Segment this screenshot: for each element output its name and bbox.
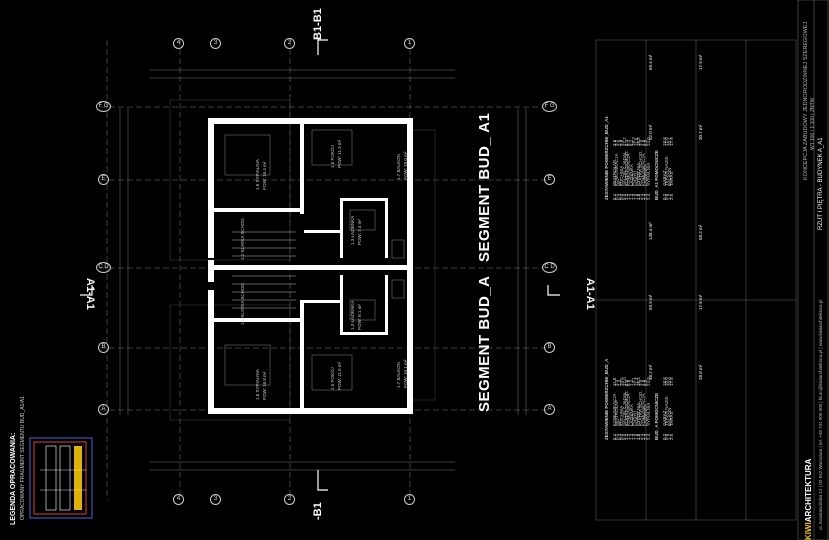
table-total: 52.0 m²: [648, 124, 653, 140]
room-label: 1.5 POKÓJ: [330, 367, 335, 390]
table-frames: [595, 39, 797, 521]
segment-a1-label: SEGMENT BUD_ A1: [476, 112, 493, 262]
grid-bubble-1-top: 1: [404, 38, 415, 49]
grid-bubble-4-top: 4: [173, 38, 184, 49]
room-label: 1.3 ŁAZIENKA: [350, 300, 355, 330]
section-lines: [80, 39, 560, 491]
room-area: POW: 10.1 m²: [403, 359, 408, 388]
grid-bubble-a-right: A: [544, 404, 555, 415]
row-name: TARAS: [669, 171, 675, 186]
grid-bubble-3-top: 3: [210, 38, 221, 49]
room-area: POW: 7.4 m²: [357, 219, 362, 245]
grid-bubble-b-left: B: [98, 342, 109, 353]
grid-bubble-cd-left: C D: [96, 262, 111, 273]
room-area: POW: 11.3 m²: [337, 139, 342, 168]
table-total: 69.4 m²: [648, 54, 653, 70]
table-title: BUD_A POMOCNICZE: [654, 392, 659, 440]
grid-bubble-b-right: B: [544, 342, 555, 353]
room-label: 1.7 BALKON: [396, 154, 401, 180]
row-number: 2.5: [669, 193, 675, 200]
grid-lines: [100, 40, 550, 500]
table-title: BUD_A1 POMOCNICZE: [654, 150, 659, 200]
section-label-left: A1-A1: [84, 278, 96, 310]
table-total: 17.8 m²: [698, 294, 703, 310]
grid-bubble-e-right: E: [544, 174, 555, 185]
room-label: 1.6 SYPIALNIA: [255, 369, 260, 400]
row-name: SYPIALNIA: [645, 162, 651, 186]
table-total: 148.4 m²: [648, 222, 653, 240]
legend-thumbnail: [29, 437, 93, 519]
segment-a-label: SEGMENT BUD_A: [476, 275, 493, 412]
table-title: ZESTAWIENIE POWIERZCHNI_BUD_A1: [604, 116, 609, 200]
room-label: 1.1 KLATKA SCHOD.: [240, 282, 245, 325]
sheet-title: RZUT I PIĘTRA - BUDYNEK A_A1: [818, 137, 824, 230]
room-label: 1.3 ŁAZIENKA: [350, 215, 355, 245]
grid-bubble-cd-right: C D: [542, 262, 557, 273]
table-total: 58.2 m²: [698, 224, 703, 240]
firm-suffix: ARCHITEKTURA: [804, 458, 813, 523]
room-label: 1.6 SYPIALNIA: [255, 159, 260, 190]
table-row: 2.5 TARAS 17.8: [669, 372, 674, 440]
grid-bubble-3-bottom: 3: [210, 494, 221, 505]
table-total: 59.9 m²: [648, 294, 653, 310]
room-area: POW: 8.1 m²: [357, 304, 362, 330]
row-name: SYPIALNIA: [645, 402, 651, 426]
room-label: 1.1 KLATKA SCHOD.: [240, 217, 245, 260]
grid-bubble-e-left: E: [98, 174, 109, 185]
room-area: POW: 16.8 m²: [262, 371, 267, 400]
table-total: 28.8 m²: [698, 364, 703, 380]
row-area: 17.8: [669, 377, 675, 386]
grid-bubble-fg-right: F G: [542, 101, 557, 112]
table-row: 2.4SYPIALNIA24.0: [646, 132, 651, 200]
section-label-right: A1-A1: [584, 278, 596, 310]
room-area: POW: 10.0 m²: [403, 151, 408, 180]
grid-bubble-4-bottom: 4: [173, 494, 184, 505]
firm-address: ul. Konstancińska 12 | 02-942 Warszawa |…: [818, 299, 823, 530]
firm-prefix: KIWI: [804, 522, 813, 540]
table-total: 48.2 m²: [648, 364, 653, 380]
room-label: 1.5 POKÓJ: [330, 145, 335, 168]
table-row: 2.5 TARAS 17.9: [669, 132, 674, 200]
firm-logo: KIWIARCHITEKTURA: [804, 459, 813, 540]
project-title: KONCEPCJA ZABUDOWY JEDNORODZINNEJ SZEREG…: [803, 21, 809, 180]
row-number: 2.4: [645, 433, 651, 440]
room-area: POW: 11.5 m²: [337, 361, 342, 390]
row-name: TARAS: [669, 411, 675, 426]
stairs: [232, 231, 296, 309]
grid-bubble-a-left: A: [98, 404, 109, 415]
grid-bubble-1-bottom: 1: [404, 494, 415, 505]
legend-title: LEGENDA OPRACOWANIA:: [10, 432, 17, 525]
row-number: 2.4: [645, 193, 651, 200]
table-total: 17.9 m²: [698, 54, 703, 70]
legend-subtitle: OPRACOWANY FRAGMENT SEGMENTU BUD_A1/A1: [20, 396, 26, 520]
table-title: ZESTAWIENIE POWIERZCHNI_BUD_A: [604, 358, 609, 440]
grid-bubble-fg-left: F G: [96, 101, 111, 112]
grid-bubble-2-bottom: 2: [284, 494, 295, 505]
room-label: 1.7 BALKON: [396, 362, 401, 388]
row-number: 2.5: [669, 433, 675, 440]
section-label-top: B1-B1: [312, 8, 324, 40]
room-area: POW: 16.4 m²: [262, 161, 267, 190]
table-total: 30.7 m²: [698, 124, 703, 140]
furniture: [224, 129, 405, 391]
row-area: 17.9: [669, 137, 675, 146]
sheet-scale: W1:100 / 1:100 | ZNTW: [810, 97, 816, 150]
title-block: [797, 0, 829, 540]
table-row: 2.4SYPIALNIA24.0: [646, 372, 651, 440]
walls: [208, 118, 413, 414]
section-label-bottom: -B1: [312, 502, 324, 520]
grid-bubble-2-top: 2: [284, 38, 295, 49]
